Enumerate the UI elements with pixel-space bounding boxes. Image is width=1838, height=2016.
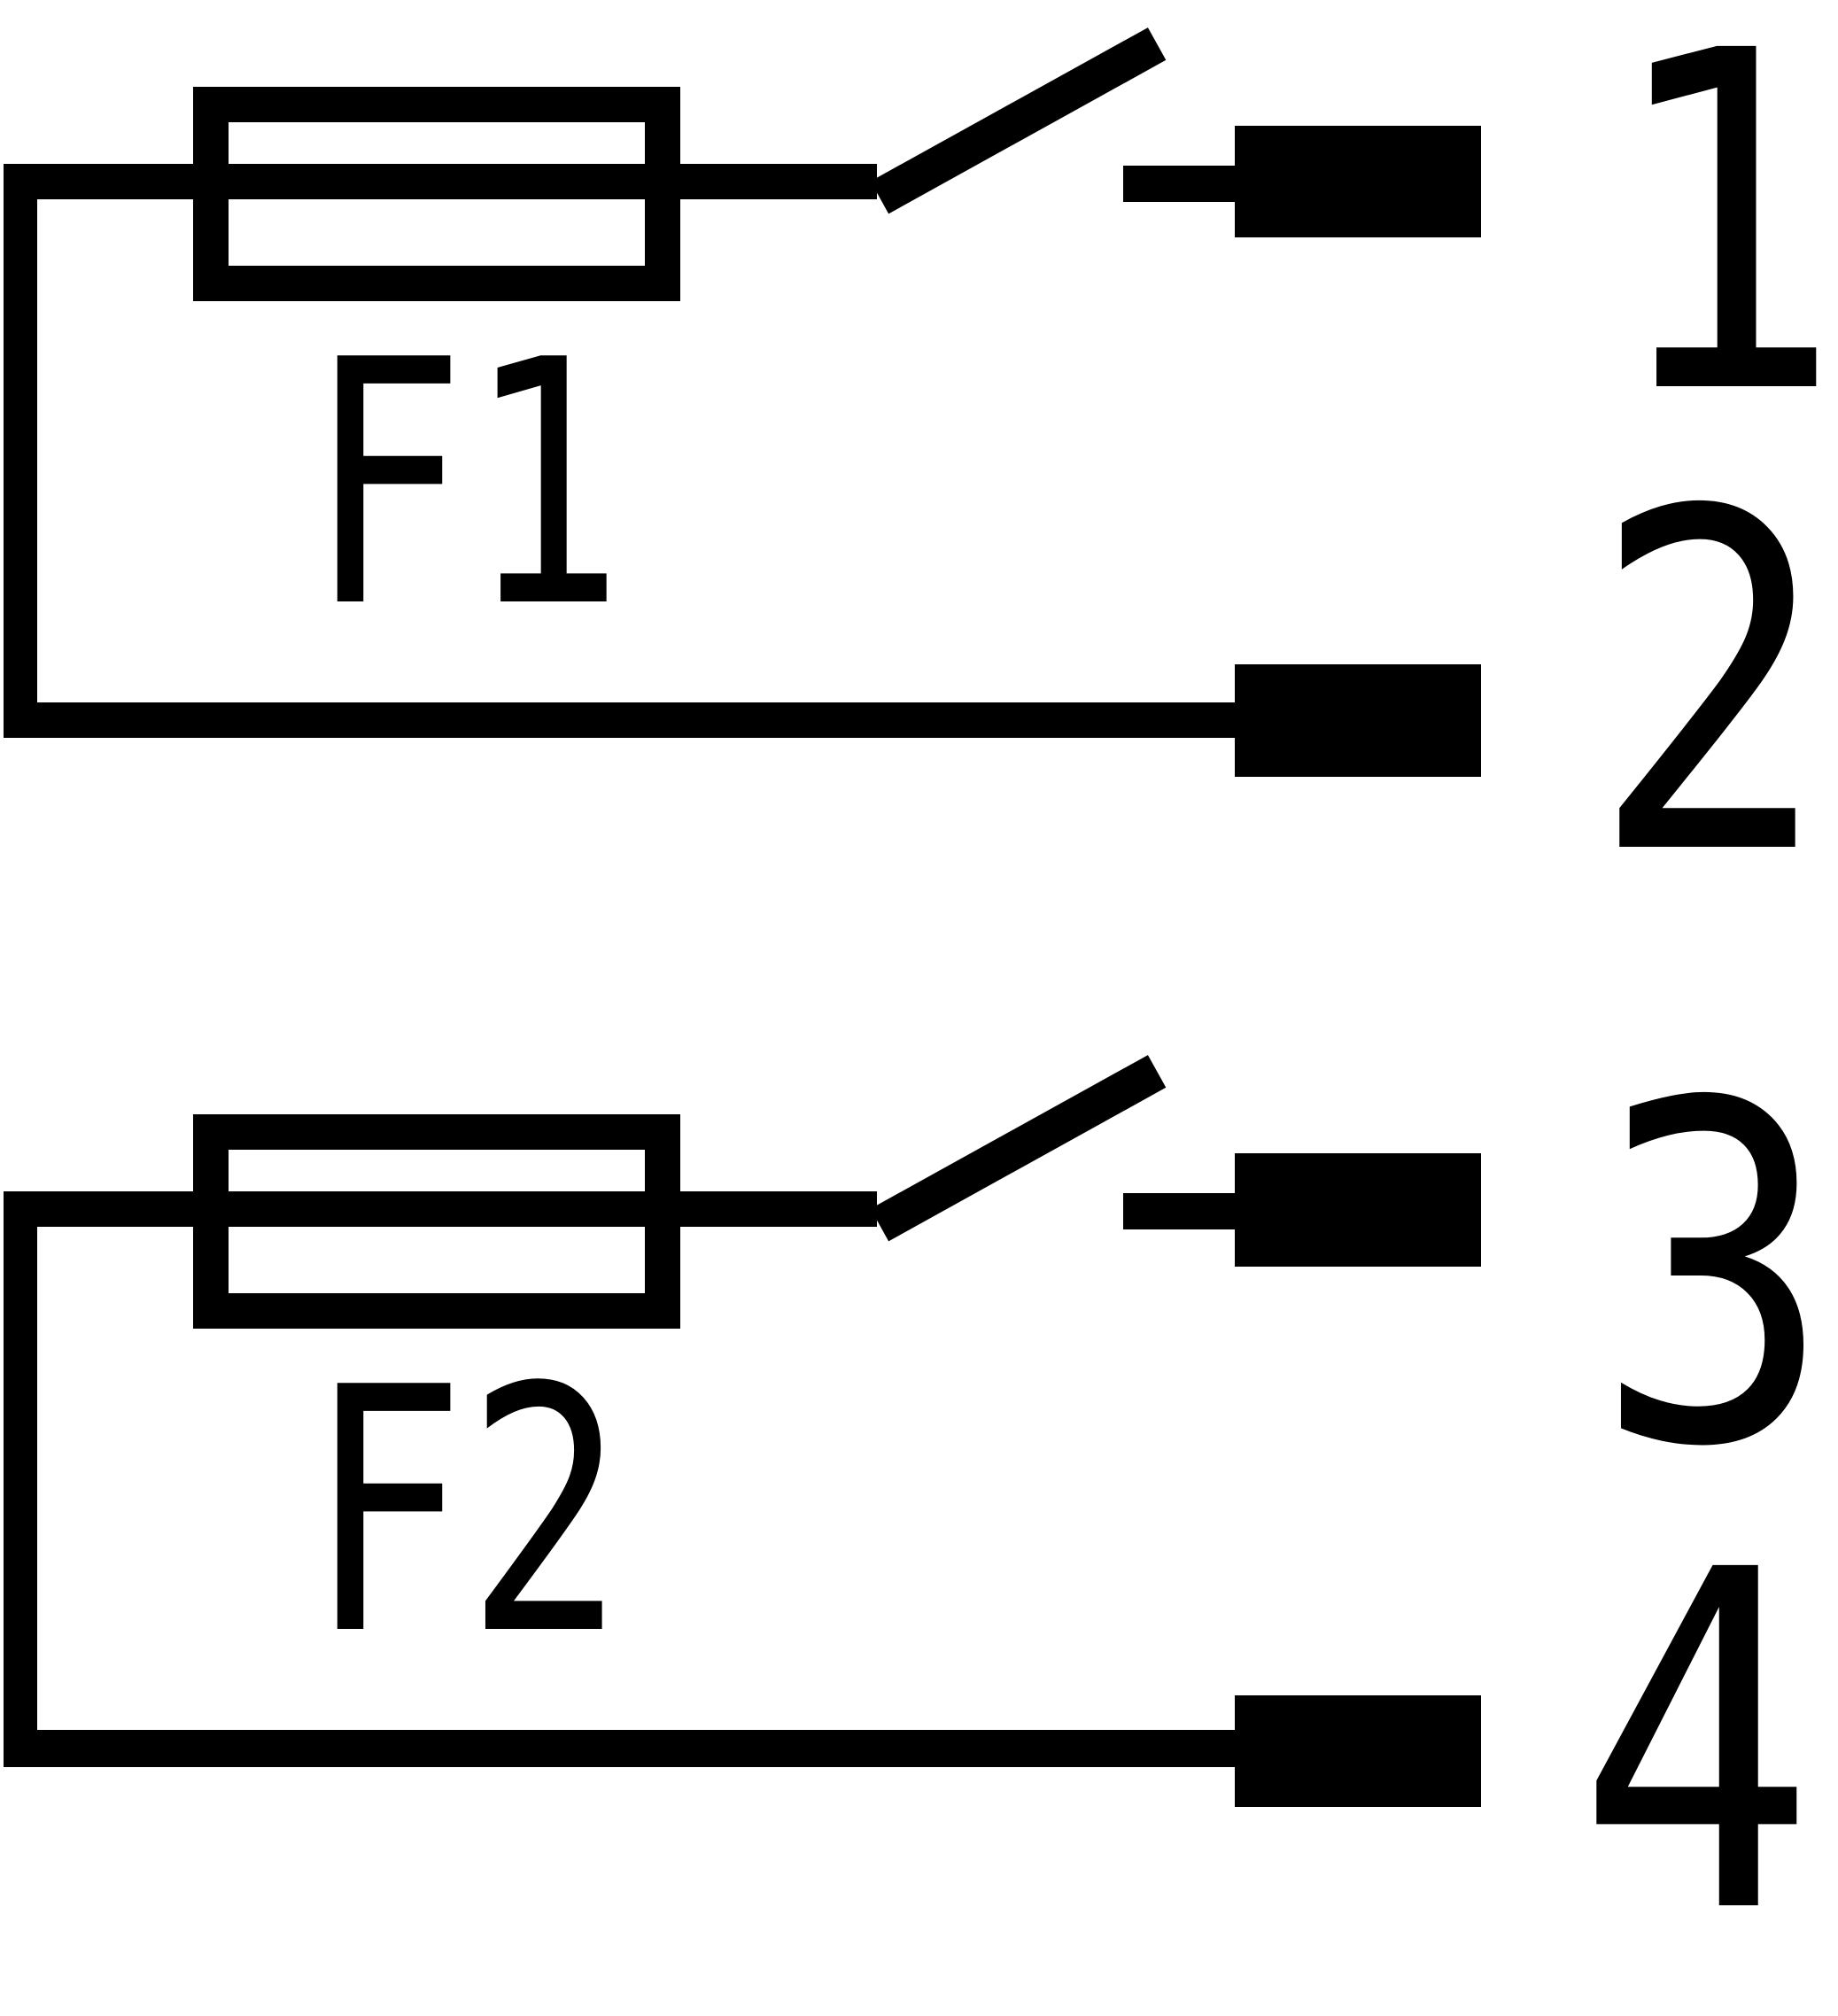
circuit1-left-return-wire bbox=[4, 164, 37, 738]
circuit1-switch-blade-icon bbox=[870, 27, 1167, 214]
terminal-4-pin bbox=[1235, 1695, 1481, 1807]
terminal-3-label: 3 bbox=[1594, 1006, 1834, 1549]
circuit2-switch-blade-icon bbox=[870, 1055, 1167, 1242]
fuse-f2-label: F2 bbox=[307, 1315, 624, 1709]
circuit1-return-wire bbox=[7, 702, 1235, 738]
circuit2-switch-fixed-contact-wire bbox=[1123, 1193, 1235, 1229]
circuit2-input-wire bbox=[7, 1191, 877, 1227]
circuit1-input-wire bbox=[7, 164, 877, 199]
terminal-1-pin bbox=[1235, 126, 1481, 237]
circuit2-left-return-wire bbox=[4, 1191, 37, 1767]
terminal-2-pin bbox=[1235, 664, 1481, 777]
terminal-2-label: 2 bbox=[1590, 415, 1829, 958]
terminal-3-pin bbox=[1235, 1153, 1481, 1267]
circuit2-return-wire bbox=[7, 1730, 1235, 1767]
terminal-1-label: 1 bbox=[1604, 0, 1838, 497]
terminal-4-label: 4 bbox=[1577, 1473, 1816, 2016]
circuit1-switch-fixed-contact-wire bbox=[1123, 166, 1235, 202]
fuse-f1-label: F1 bbox=[307, 288, 624, 681]
